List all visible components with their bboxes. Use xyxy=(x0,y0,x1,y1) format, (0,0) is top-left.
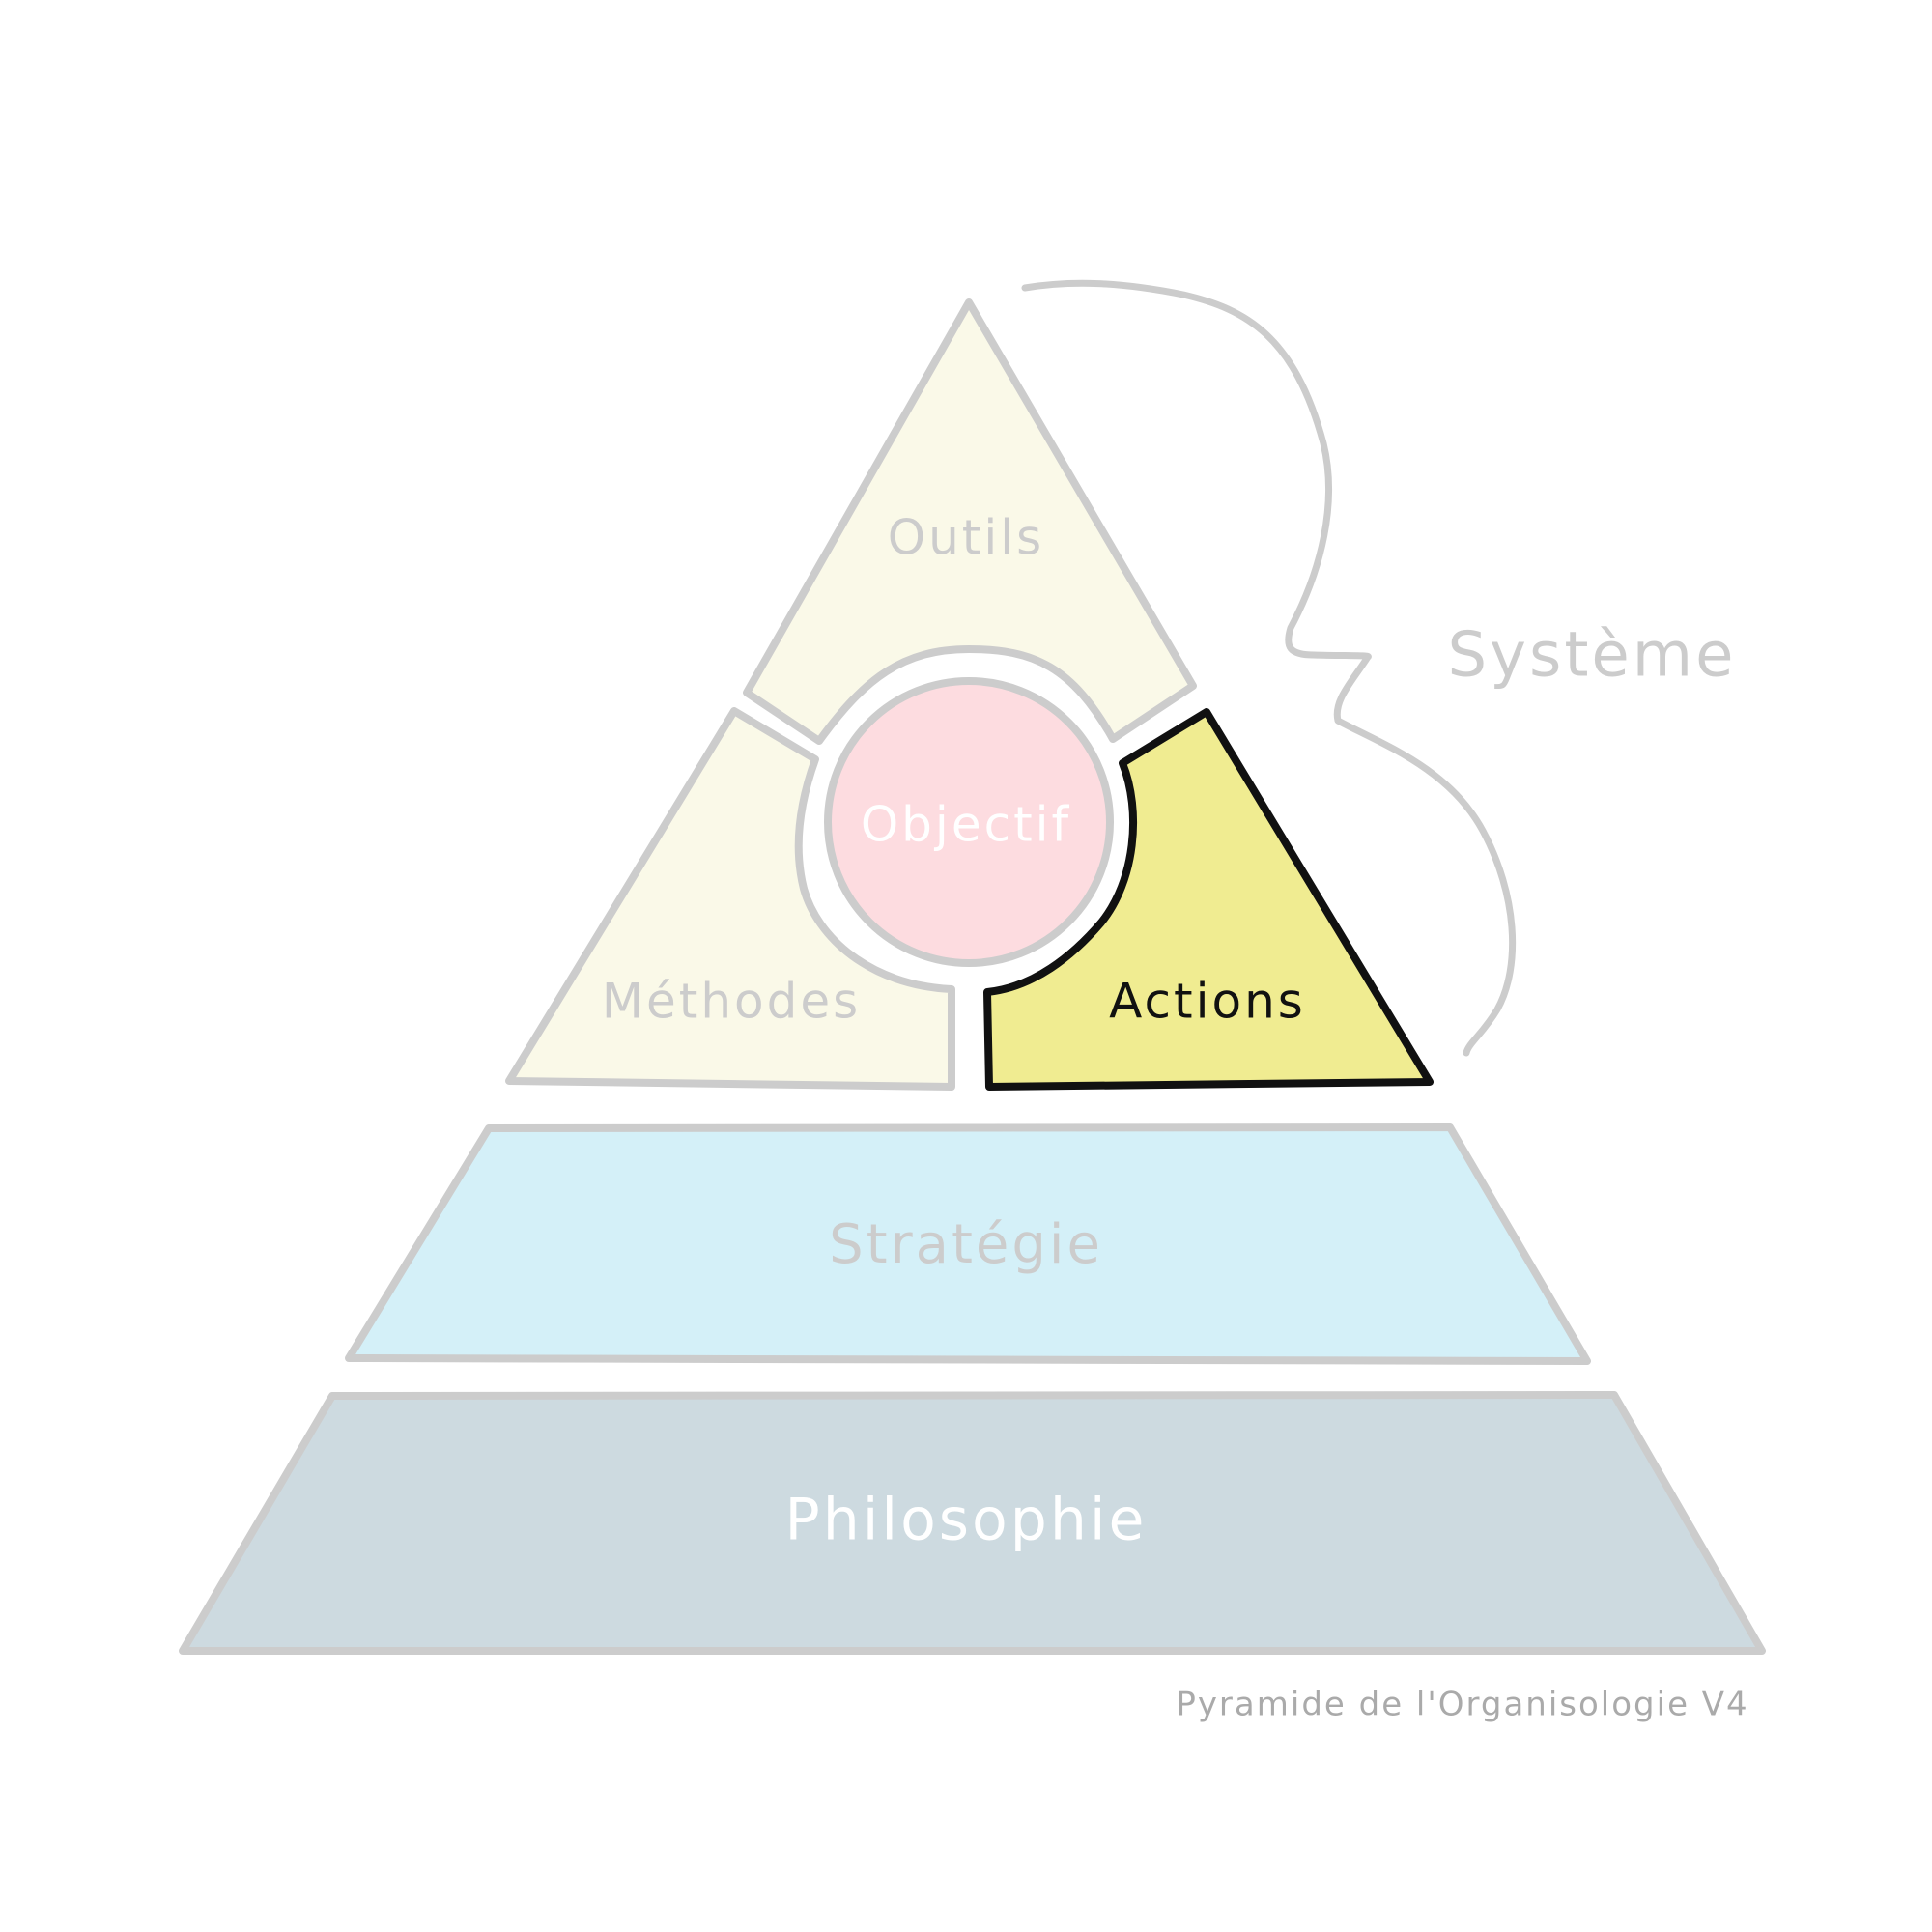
segment-methodes[interactable]: Méthodes xyxy=(505,707,955,1091)
segment-actions[interactable]: Actions xyxy=(983,708,1434,1091)
actions-label: Actions xyxy=(1109,974,1306,1030)
curly-brace-icon xyxy=(1021,279,1517,1057)
outils-label: Outils xyxy=(888,510,1044,566)
philosophie-shape xyxy=(179,1391,1766,1655)
strategie-shape xyxy=(345,1123,1591,1365)
philosophie-label: Philosophie xyxy=(785,1487,1148,1554)
center-objectif[interactable]: Objectif xyxy=(824,677,1114,967)
methodes-shape xyxy=(505,707,955,1091)
layer-strategie[interactable]: Stratégie xyxy=(345,1123,1591,1365)
strategie-label: Stratégie xyxy=(829,1213,1103,1276)
systeme-bracket: Système xyxy=(1021,279,1736,1057)
layer-philosophie[interactable]: Philosophie xyxy=(179,1391,1766,1655)
objectif-shape xyxy=(824,677,1114,967)
outils-shape xyxy=(743,298,1197,745)
systeme-label: Système xyxy=(1447,620,1736,692)
actions-shape xyxy=(983,708,1434,1091)
segment-outils[interactable]: Outils xyxy=(743,298,1197,745)
diagram-caption: Pyramide de l'Organisologie V4 xyxy=(1176,1686,1748,1724)
methodes-label: Méthodes xyxy=(602,974,861,1030)
objectif-label: Objectif xyxy=(861,797,1071,853)
